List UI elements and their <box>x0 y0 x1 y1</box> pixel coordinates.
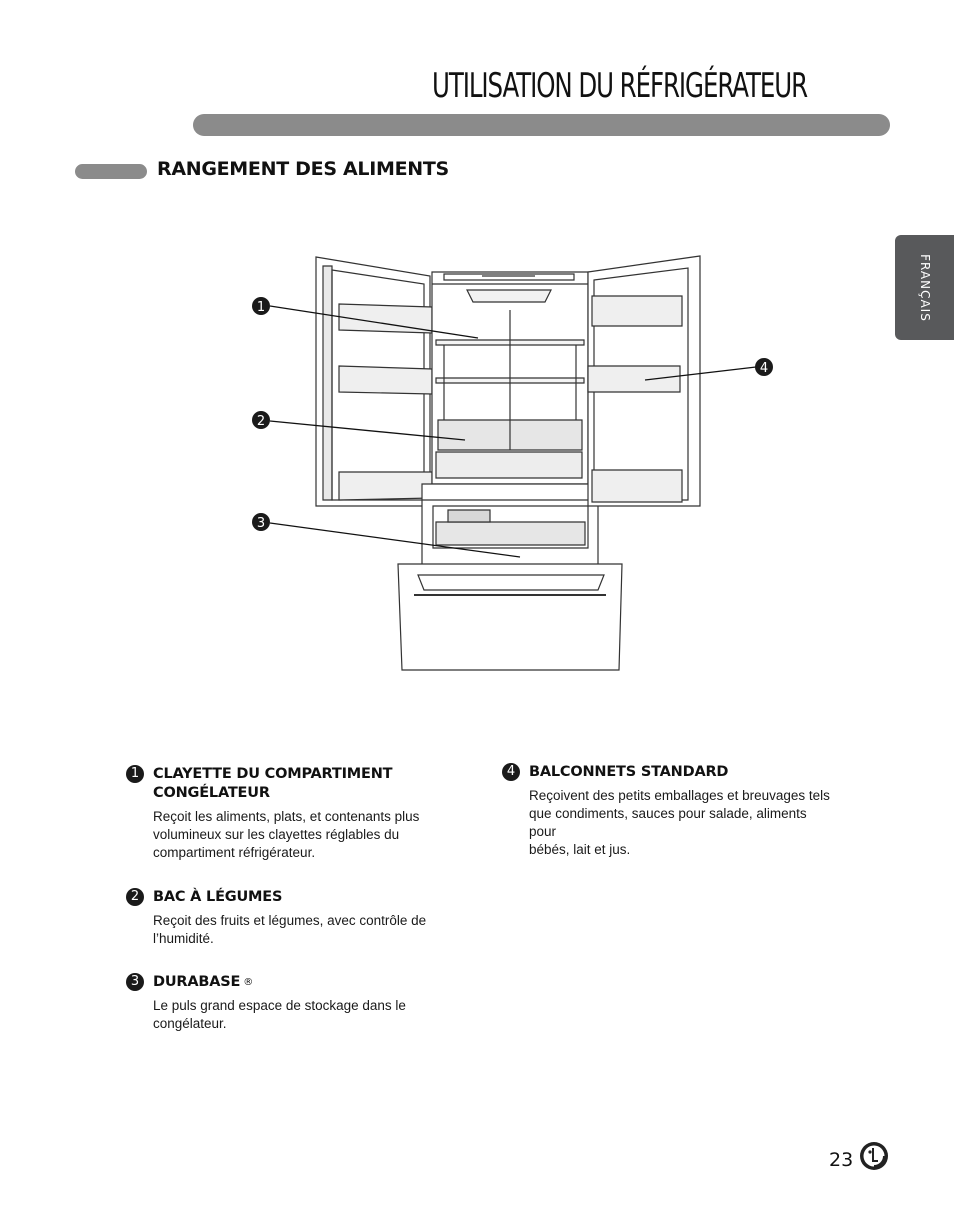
item-description: Reçoivent des petits emballages et breuv… <box>529 788 830 857</box>
page-title: UTILISATION DU RÉFRIGÉRATEUR <box>432 66 808 106</box>
item-door-bins: 4 BALCONNETS STANDARD Reçoivent des peti… <box>502 763 832 859</box>
item-number-badge: 3 <box>126 973 144 991</box>
title-rule <box>193 114 890 136</box>
svg-text:1: 1 <box>257 300 265 315</box>
svg-text:2: 2 <box>257 414 265 429</box>
item-durabase: 3 DURABASE® Le puls grand espace de stoc… <box>126 973 456 1033</box>
item-title: BAC À LÉGUMES <box>153 889 283 905</box>
lg-logo <box>860 1142 888 1170</box>
callout-3: 3 <box>252 513 270 531</box>
item-freezer-shelf: 1 CLAYETTE DU COMPARTIMENT CONGÉLATEUR R… <box>126 765 456 862</box>
item-title: CLAYETTE DU COMPARTIMENT CONGÉLATEUR <box>153 766 393 801</box>
svg-text:3: 3 <box>257 516 265 531</box>
svg-text:4: 4 <box>760 361 768 376</box>
item-number-badge: 1 <box>126 765 144 783</box>
item-title: DURABASE® <box>153 974 254 990</box>
item-crisper-drawer: 2 BAC À LÉGUMES Reçoit des fruits et lég… <box>126 888 456 948</box>
item-description: Reçoit des fruits et légumes, avec contr… <box>153 913 427 946</box>
callout-2: 2 <box>252 411 270 429</box>
page-number: 23 <box>829 1149 854 1171</box>
section-marker <box>75 164 147 179</box>
callout-1: 1 <box>252 297 270 315</box>
registered-mark: ® <box>243 977 254 988</box>
item-number-badge: 2 <box>126 888 144 906</box>
item-description: Le puls grand espace de stockage dans le… <box>153 998 406 1031</box>
language-tab-label: FRANÇAIS <box>917 253 932 322</box>
item-number-badge: 4 <box>502 763 520 781</box>
language-tab: FRANÇAIS <box>895 235 954 340</box>
refrigerator-illustration: 1 2 3 4 <box>252 255 773 671</box>
item-description: Reçoit les aliments, plats, et contenant… <box>153 809 420 860</box>
section-heading: RANGEMENT DES ALIMENTS <box>157 158 449 180</box>
callout-4: 4 <box>755 358 773 376</box>
item-title: BALCONNETS STANDARD <box>529 764 729 780</box>
